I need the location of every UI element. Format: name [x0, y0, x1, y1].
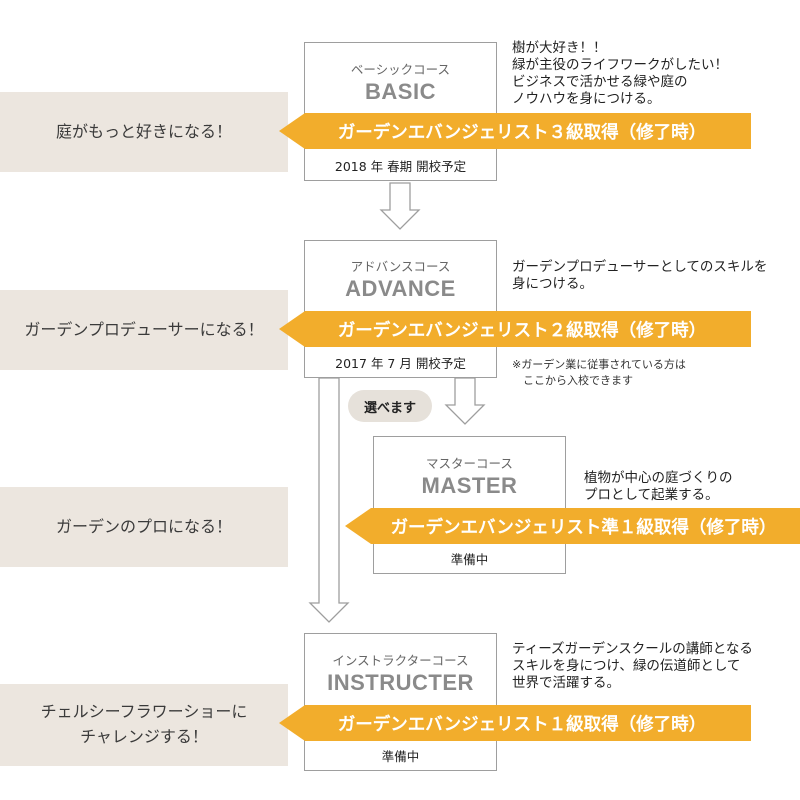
course-status: 準備中: [450, 552, 489, 567]
course-description-instructer: ティーズガーデンスクールの講師となる スキルを身につけ、緑の伝道師として 世界で…: [512, 641, 753, 691]
goal-text: チェルシーフラワーショーに チャレンジする！: [40, 702, 248, 746]
banner-text: ガーデンエバンジェリスト３級取得（修了時）: [337, 122, 707, 143]
course-subtitle: マスターコース: [426, 456, 513, 471]
goal-box-advance: ガーデンプロデューサーになる！: [0, 290, 288, 370]
course-status: 準備中: [381, 749, 420, 764]
goal-text: ガーデンプロデューサーになる！: [24, 319, 264, 339]
banner-text: ガーデンエバンジェリスト２級取得（修了時）: [337, 320, 707, 341]
goal-text: 庭がもっと好きになる！: [55, 121, 232, 141]
arrow-advance-to-master: [444, 377, 486, 425]
arrow-advance-to-instructer: [308, 377, 350, 623]
course-name: BASIC: [365, 79, 436, 104]
arrow-basic-to-advance: [379, 182, 421, 230]
banner-text: ガーデンエバンジェリスト１級取得（修了時）: [337, 714, 707, 735]
choice-label: 選べます: [363, 400, 416, 416]
certification-banner-master: ガーデンエバンジェリスト準１級取得（修了時）: [345, 508, 800, 544]
course-description-advance: ガーデンプロデューサーとしてのスキルを 身につける。: [512, 259, 768, 292]
course-schedule: 2017 年 7 月 開校予定: [335, 356, 466, 371]
course-name: ADVANCE: [345, 276, 456, 301]
course-name: MASTER: [421, 473, 518, 498]
goal-box-basic: 庭がもっと好きになる！: [0, 92, 288, 172]
course-card-master[interactable]: マスターコース MASTER 準備中: [373, 436, 566, 574]
certification-banner-basic: ガーデンエバンジェリスト３級取得（修了時）: [279, 113, 751, 149]
goal-box-master: ガーデンのプロになる！: [0, 487, 288, 567]
certification-banner-instructer: ガーデンエバンジェリスト１級取得（修了時）: [279, 705, 751, 741]
certification-banner-advance: ガーデンエバンジェリスト２級取得（修了時）: [279, 311, 751, 347]
course-subtitle: アドバンスコース: [350, 259, 451, 274]
banner-text: ガーデンエバンジェリスト準１級取得（修了時）: [390, 517, 777, 538]
course-name: INSTRUCTER: [327, 670, 474, 695]
course-description-master: 植物が中心の庭づくりの プロとして起業する。: [584, 470, 733, 503]
course-subtitle: ベーシックコース: [350, 62, 451, 77]
goal-box-instructer: チェルシーフラワーショーに チャレンジする！: [0, 684, 288, 766]
course-description-basic: 樹が大好き！！ 緑が主役のライフワークがしたい！ ビジネスで活かせる緑や庭の ノ…: [512, 40, 728, 107]
choice-badge: 選べます: [348, 390, 432, 422]
course-schedule: 2018 年 春期 開校予定: [334, 159, 467, 174]
goal-text: ガーデンのプロになる！: [55, 516, 232, 536]
course-card-advance[interactable]: アドバンスコース ADVANCE 2017 年 7 月 開校予定: [304, 240, 497, 378]
course-note-advance: ※ガーデン業に従事されている方は ここから入校できます: [512, 358, 686, 387]
course-card-basic[interactable]: ベーシックコース BASIC 2018 年 春期 開校予定: [304, 42, 497, 181]
course-subtitle: インストラクターコース: [332, 653, 469, 668]
course-card-instructer[interactable]: インストラクターコース INSTRUCTER 準備中: [304, 633, 497, 771]
